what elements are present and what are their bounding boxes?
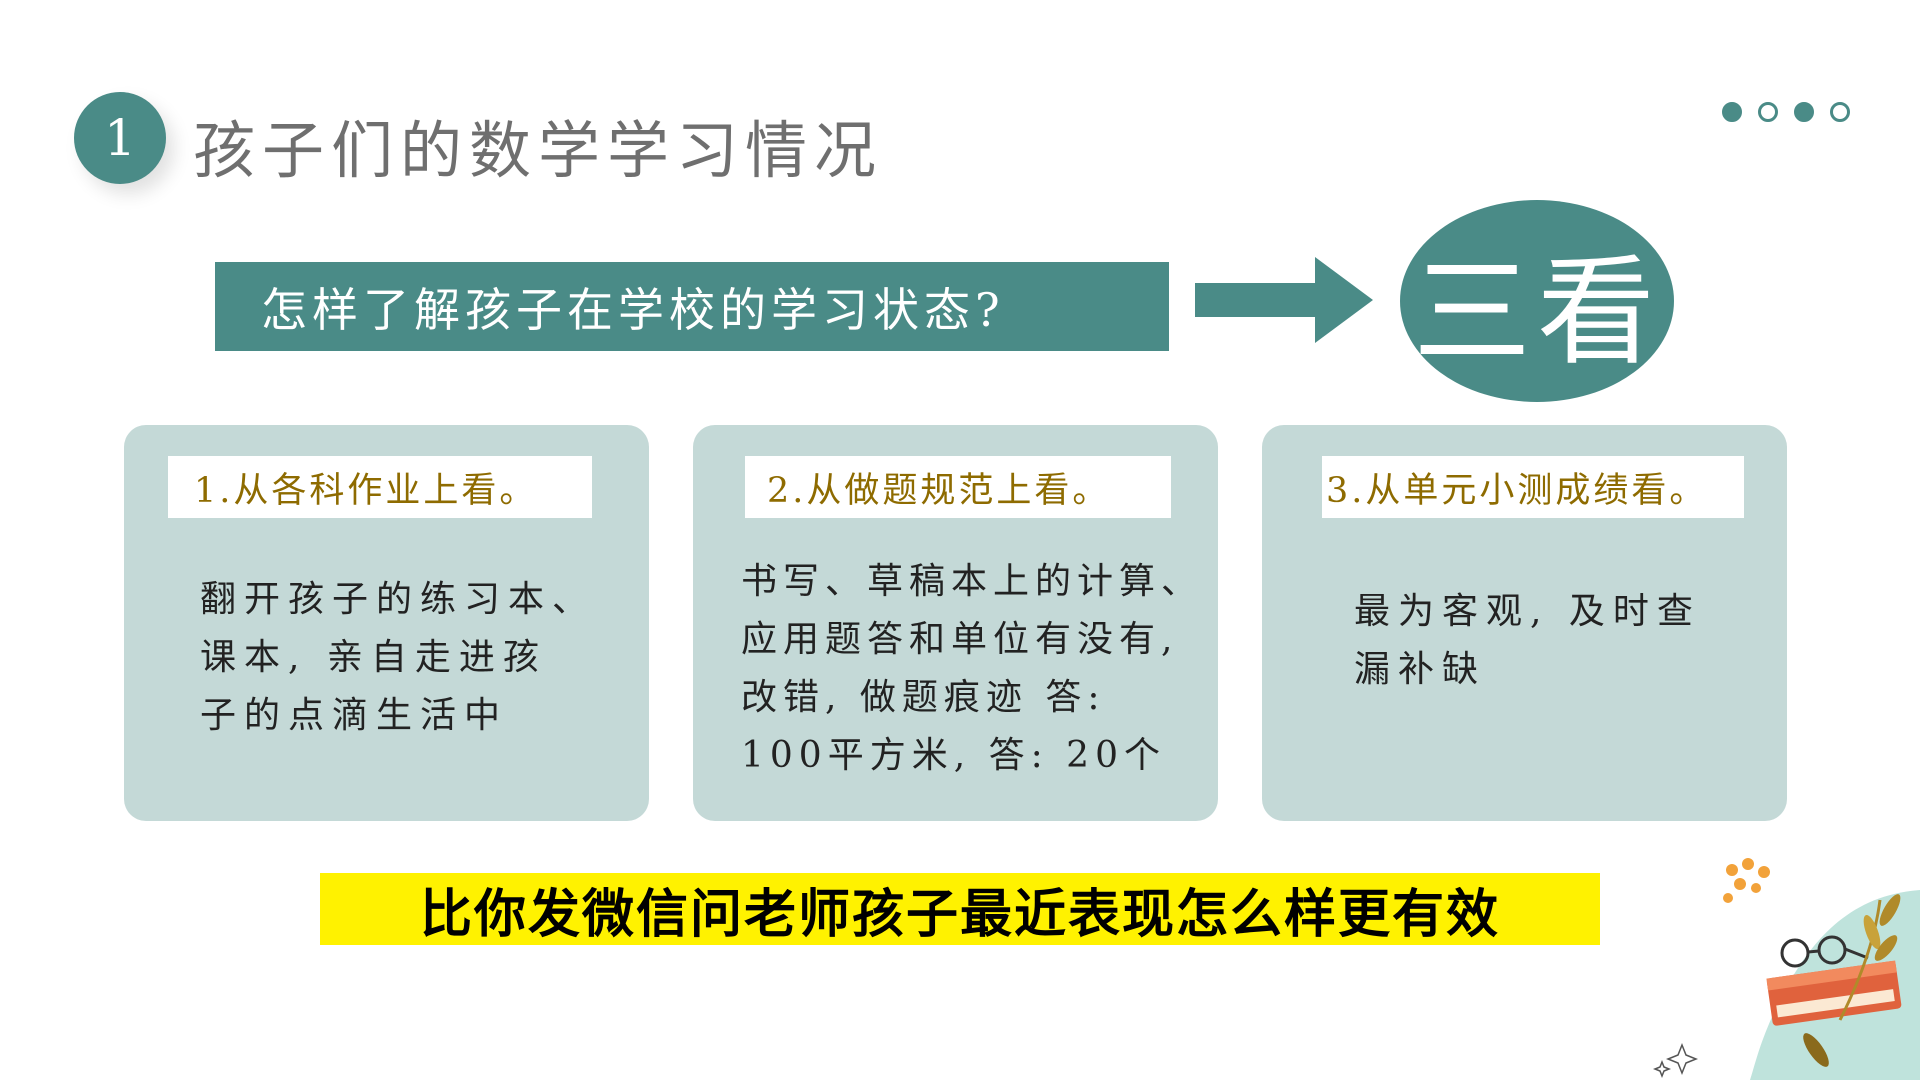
arrow-right-icon: [1195, 257, 1373, 343]
card-line: 漏补缺: [1354, 649, 1487, 690]
card-line: 子的点滴生活中: [200, 695, 509, 736]
pagination-dots: [1722, 102, 1850, 122]
card-line: 课本, 亲自走进孩: [200, 637, 547, 678]
card-line: 书写、草稿本上的计算、: [741, 561, 1204, 602]
method-card-title: 1.从各科作业上看。: [168, 456, 592, 518]
method-card-body: 最为客观, 及时查 漏补缺: [1354, 583, 1701, 699]
method-card-title: 3.从单元小测成绩看。: [1322, 456, 1744, 518]
pagination-dot-4: [1830, 102, 1850, 122]
answer-text: 三看: [1412, 242, 1661, 381]
pagination-dot-1: [1722, 102, 1742, 122]
pagination-dot-2: [1758, 102, 1778, 122]
card-line: 改错, 做题痕迹 答:: [741, 677, 1106, 718]
method-card-3: 3.从单元小测成绩看。 最为客观, 及时查 漏补缺: [1262, 425, 1787, 821]
answer-badge: 三看: [1400, 200, 1674, 402]
method-card-2: 2.从做题规范上看。 书写、草稿本上的计算、 应用题答和单位有没有, 改错, 做…: [693, 425, 1218, 821]
method-card-body: 翻开孩子的练习本、 课本, 亲自走进孩 子的点滴生活中: [200, 571, 596, 745]
card-line: 应用题答和单位有没有,: [741, 619, 1179, 660]
book-with-glasses-illustration: [1652, 858, 1920, 1080]
dots-decoration: [1723, 858, 1770, 903]
leaf-branch-icon: [1803, 894, 1901, 1067]
card-line: 翻开孩子的练习本、: [200, 579, 597, 620]
sparkle-icon: [1652, 1042, 1699, 1079]
card-line: 最为客观, 及时查: [1354, 591, 1701, 632]
method-card-1: 1.从各科作业上看。 翻开孩子的练习本、 课本, 亲自走进孩 子的点滴生活中: [124, 425, 649, 821]
method-card-title: 2.从做题规范上看。: [745, 456, 1171, 518]
pagination-dot-3: [1794, 102, 1814, 122]
question-text: 怎样了解孩子在学校的学习状态?: [261, 282, 1005, 337]
page-title: 孩子们的数学学习情况: [193, 114, 884, 187]
question-banner: 怎样了解孩子在学校的学习状态?: [215, 262, 1169, 351]
card-line: 100平方米, 答: 20个: [741, 735, 1166, 776]
section-number-badge: 1: [74, 92, 166, 184]
glasses-icon: [1780, 935, 1869, 968]
conclusion-highlight: 比你发微信问老师孩子最近表现怎么样更有效: [320, 873, 1600, 945]
method-card-body: 书写、草稿本上的计算、 应用题答和单位有没有, 改错, 做题痕迹 答: 100平…: [741, 553, 1203, 785]
